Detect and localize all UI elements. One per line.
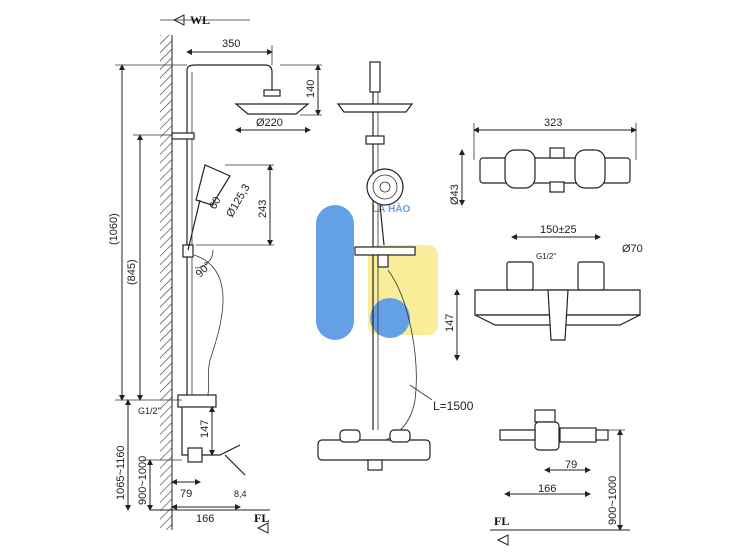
dim-center-distance: 150±25 — [540, 224, 577, 236]
hose-length: L=1500 — [433, 399, 474, 413]
dim-small: 8,4 — [234, 489, 247, 499]
bar-top-view: 323 Ø43 — [449, 117, 637, 206]
dim-arm-length: 350 — [222, 38, 240, 50]
wall-label: WL — [190, 13, 210, 27]
dim-depth: 166 — [196, 513, 214, 525]
dim-holder-height: (845) — [126, 259, 138, 285]
floor-label-right: FL — [494, 514, 509, 528]
floor-label-left: FL — [254, 511, 269, 525]
dim-escutcheon: Ø70 — [622, 243, 643, 255]
dim-hand-angle: 60 — [207, 195, 224, 212]
thread-right: G1/2" — [536, 252, 556, 261]
tub-spout-view: 900~1000 79 166 FL — [490, 409, 630, 546]
dim-head-diameter: Ø220 — [256, 117, 283, 129]
dim-bar-height: 147 — [444, 314, 456, 332]
dim-tub-depth: 166 — [538, 483, 556, 495]
bar-front-view: 150±25 G1/2" Ø70 147 — [444, 224, 643, 361]
dim-tub-range: 900~1000 — [607, 476, 619, 525]
dim-total-height: (1060) — [108, 213, 120, 245]
dim-hand-length: 243 — [257, 200, 269, 218]
dim-bar-diameter: Ø43 — [449, 184, 461, 205]
brand-logo: LÂ HÀO — [316, 202, 438, 340]
dim-range-high: 1065~1160 — [115, 445, 127, 500]
dim-tub-offset: 79 — [565, 459, 577, 471]
side-view: WL FL 350 140 Ø220 — [108, 13, 322, 534]
dim-mixer-height: 147 — [199, 420, 211, 438]
dim-spout-offset: 79 — [180, 488, 192, 500]
dim-range-low: 900~1000 — [137, 456, 149, 505]
dim-bar-length: 323 — [544, 117, 562, 129]
thread-left: G1/2" — [138, 406, 161, 416]
front-view: L=1500 — [317, 61, 474, 471]
dim-head-height: 140 — [305, 80, 317, 98]
wall-hatch — [160, 35, 172, 530]
